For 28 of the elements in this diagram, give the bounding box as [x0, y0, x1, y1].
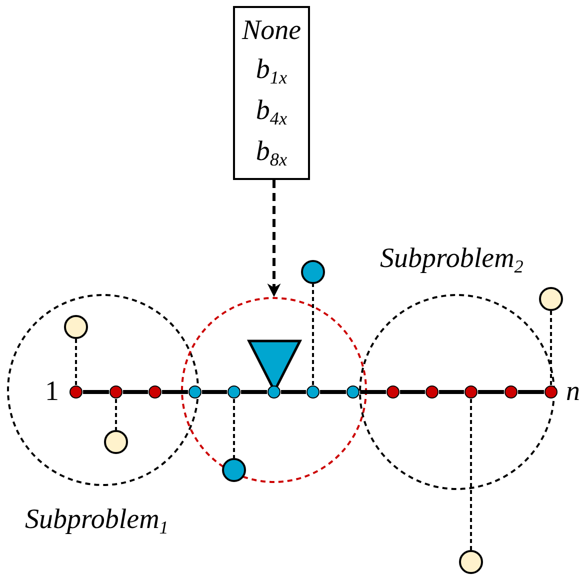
- leader-line: [312, 284, 314, 385]
- text-box: [233, 6, 310, 180]
- end-label: n: [566, 378, 580, 406]
- bus-line: [281, 390, 306, 394]
- option-text: None: [242, 17, 302, 46]
- leader-line: [75, 339, 77, 385]
- bus-line: [478, 390, 504, 394]
- bus-line: [83, 390, 109, 394]
- arrow: [267, 180, 281, 297]
- end-label: 1: [45, 378, 59, 406]
- option-text: b$_{1x}$: [256, 56, 288, 86]
- bus-line: [320, 390, 346, 394]
- bus-line: [439, 390, 464, 394]
- option-text: b$_{8x}$: [256, 138, 288, 169]
- leader-line: [470, 399, 472, 550]
- region-label: Subproblem$_{2}$: [380, 242, 524, 278]
- bus-line: [123, 390, 148, 394]
- leader-line: [550, 311, 552, 385]
- option-text: b$_{4x}$: [256, 96, 288, 128]
- bus-line: [518, 390, 544, 394]
- bus-line: [162, 390, 188, 394]
- bus-line: [202, 390, 227, 394]
- bus-line: [360, 390, 386, 394]
- leader-line: [233, 399, 235, 458]
- region-label: Subproblem$_{1}$: [25, 503, 168, 540]
- bus-line: [400, 390, 425, 394]
- leader-line: [115, 399, 117, 430]
- bus-line: [241, 390, 267, 394]
